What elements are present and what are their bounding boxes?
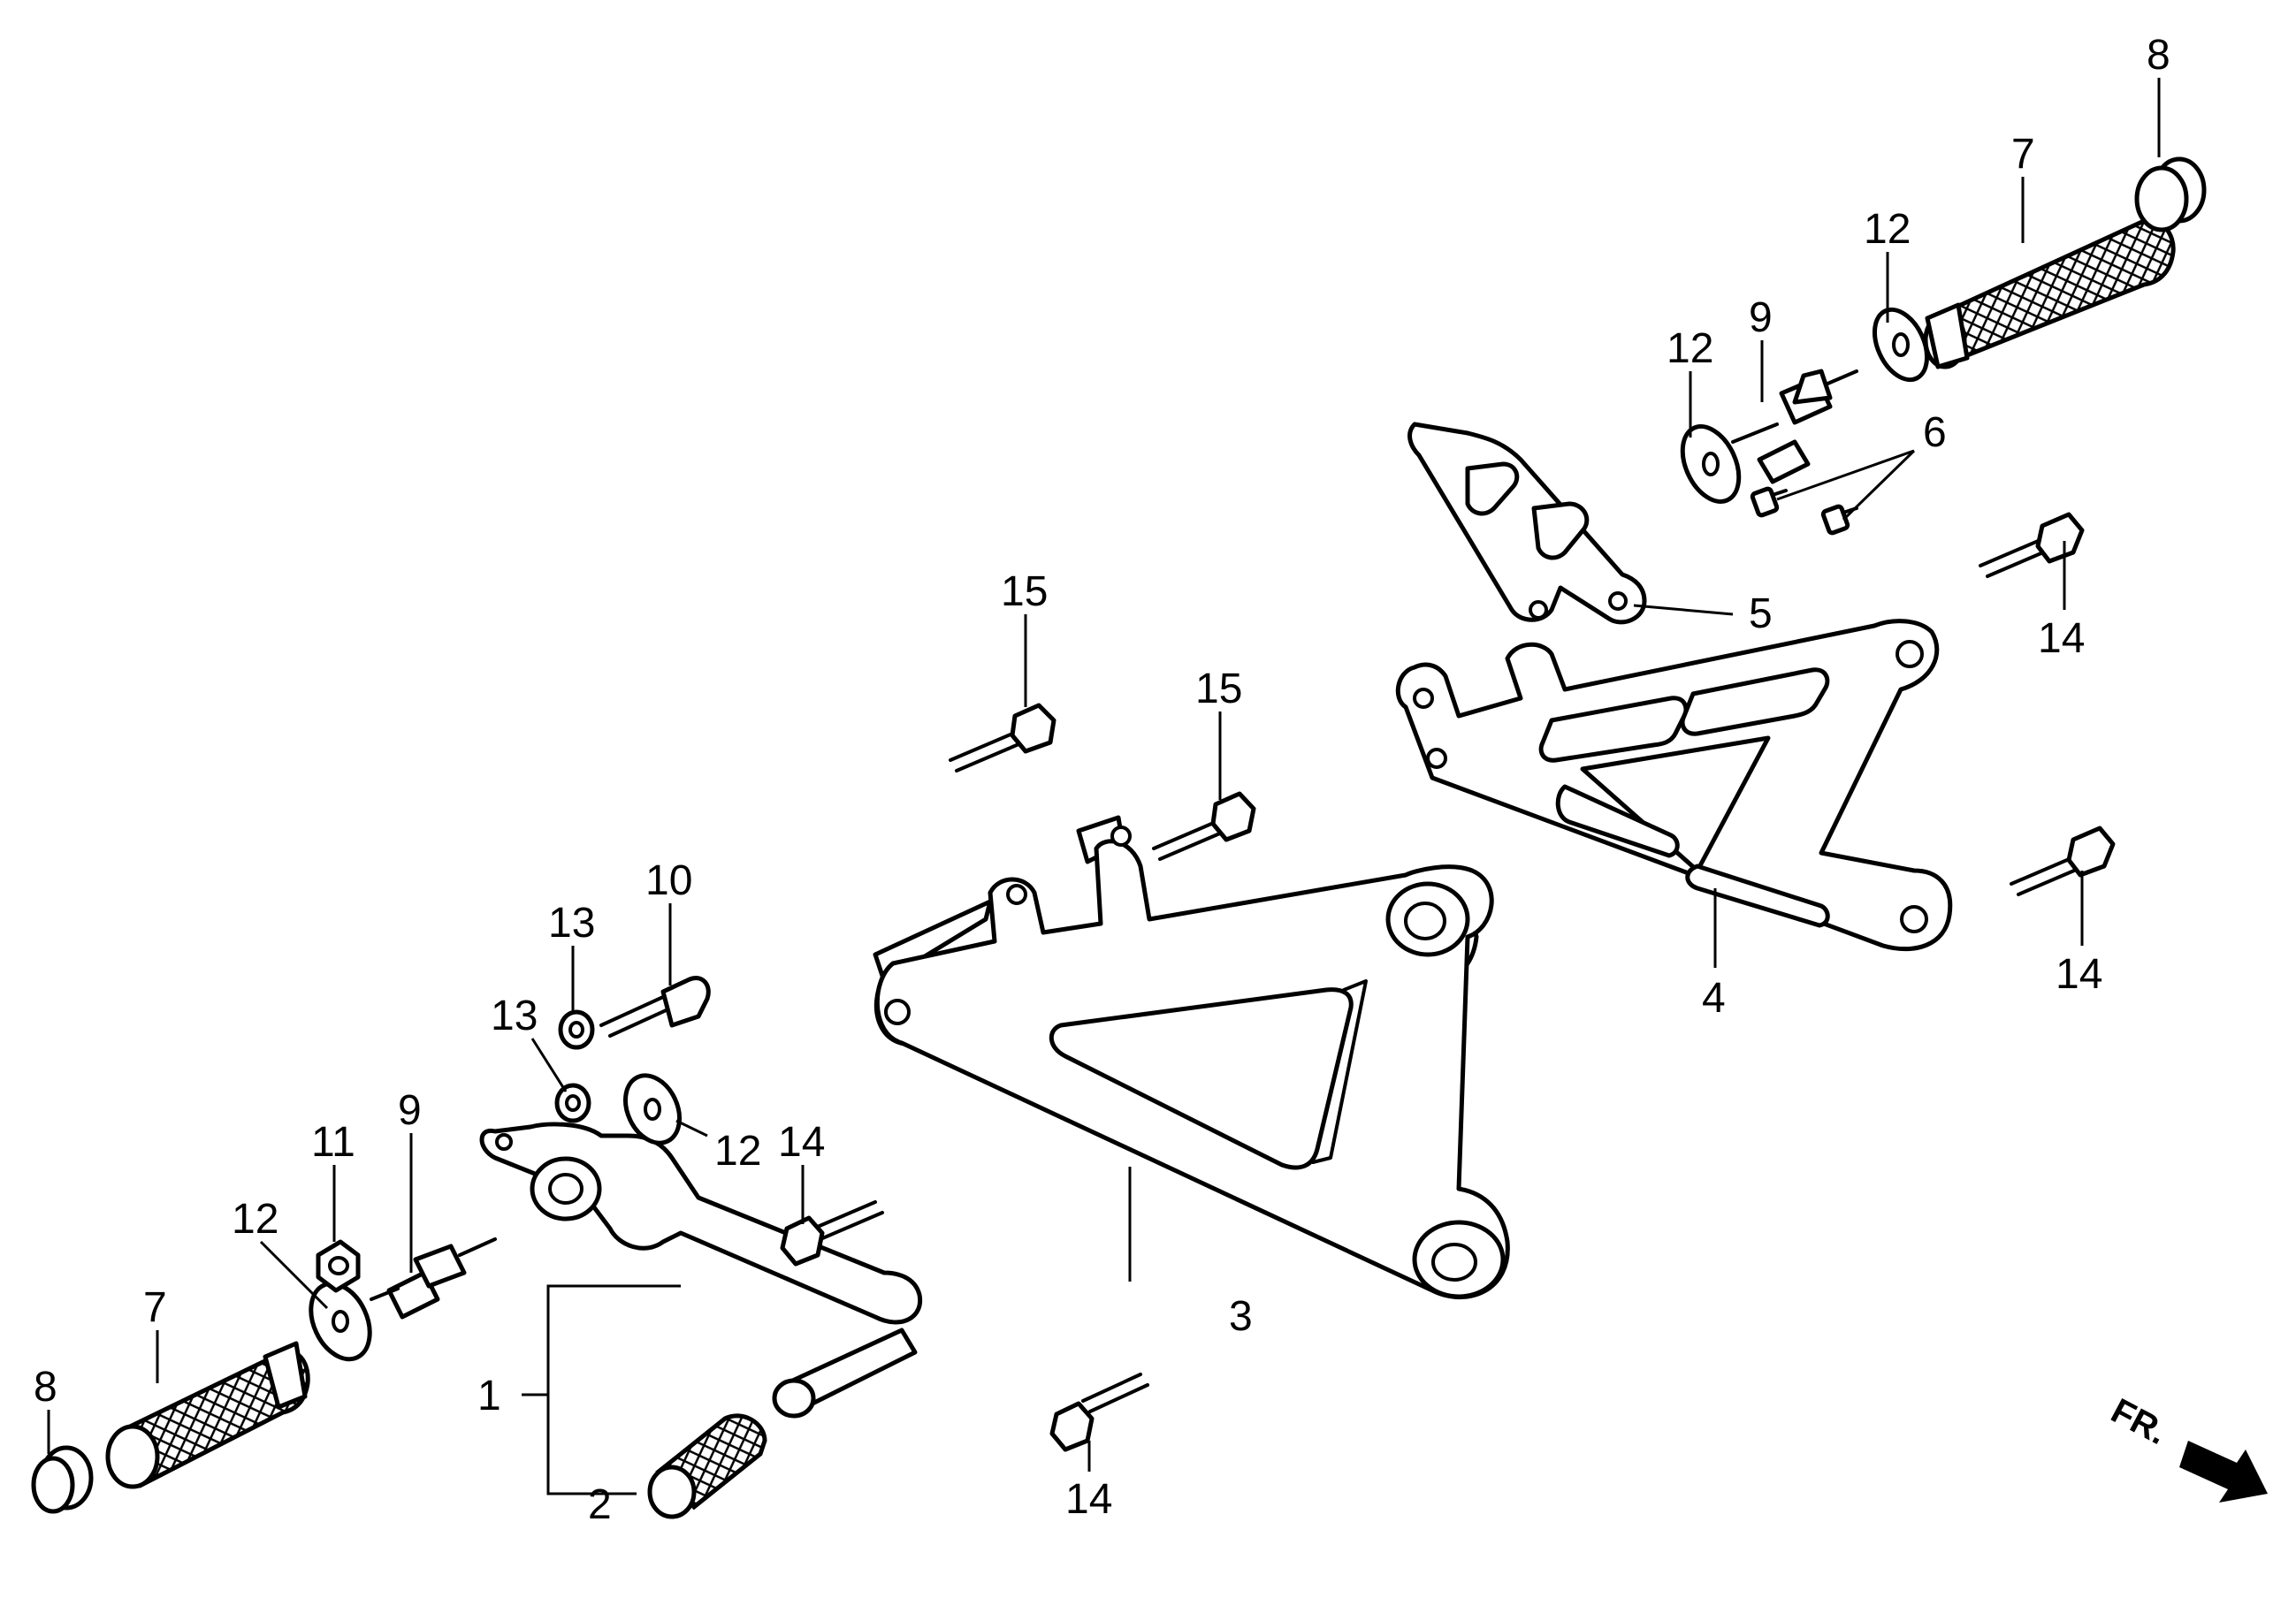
nut-13-upper — [558, 1009, 595, 1050]
washer-12-left — [309, 1281, 372, 1362]
callout-12-right-outer: 12 — [1864, 206, 1911, 253]
nut-11 — [316, 1239, 361, 1293]
pivot-pin-right — [1731, 369, 1858, 484]
heel-guard-plate — [1407, 422, 1647, 625]
callout-15-b: 15 — [1195, 666, 1242, 712]
bolt-14-c — [780, 1200, 884, 1267]
callout-12-left: 12 — [232, 1196, 278, 1243]
callout-10: 10 — [645, 857, 692, 904]
washer-12-right-outer — [1872, 307, 1930, 383]
bolt-14-b — [2010, 826, 2116, 896]
bolt-6-a — [1750, 486, 1788, 518]
callout-3: 3 — [1229, 1293, 1253, 1340]
end-cap-right — [2134, 156, 2207, 232]
callout-numbers: 1 2 3 4 5 6 7 7 8 8 9 9 10 11 12 12 12 1… — [34, 32, 2170, 1528]
callout-7-right: 7 — [2011, 131, 2035, 178]
callout-14-d: 14 — [1065, 1476, 1112, 1523]
callout-13-lower: 13 — [491, 993, 538, 1039]
callout-12-lever: 12 — [714, 1128, 761, 1175]
front-arrow-icon — [2179, 1441, 2268, 1503]
nut-13-lower — [554, 1083, 591, 1123]
front-direction-indicator: FR. — [2105, 1391, 2268, 1503]
callout-14-c: 14 — [778, 1119, 825, 1166]
pedal-lever — [479, 1122, 923, 1419]
callout-8-left: 8 — [34, 1364, 57, 1411]
pedal-rubber — [647, 1413, 767, 1519]
callout-12-right-inner: 12 — [1667, 325, 1713, 372]
washer-12-lever — [623, 1073, 682, 1145]
leader-lines — [47, 78, 2161, 1495]
callout-9-right: 9 — [1749, 294, 1773, 341]
callout-5: 5 — [1749, 590, 1773, 637]
bolt-6-b — [1820, 504, 1858, 536]
direction-text: FR. — [2105, 1391, 2174, 1452]
left-footpeg-bracket — [1395, 619, 1953, 952]
callout-1: 1 — [477, 1373, 501, 1419]
callout-9-left: 9 — [398, 1087, 422, 1134]
callout-13-upper: 13 — [548, 900, 595, 947]
callout-2: 2 — [588, 1481, 612, 1528]
pivot-pin-left — [370, 1237, 497, 1320]
callout-4: 4 — [1702, 975, 1726, 1022]
callout-14-b: 14 — [2056, 951, 2102, 998]
end-cap-left — [31, 1445, 94, 1514]
right-footpeg-bracket — [873, 815, 1510, 1300]
bolt-15-b — [1152, 791, 1256, 861]
bolt-14-d — [1049, 1373, 1149, 1452]
callout-15-a: 15 — [1001, 568, 1048, 615]
footpeg-rubber-right — [1923, 217, 2176, 369]
bolt-15-a — [949, 703, 1056, 772]
callout-14-a: 14 — [2038, 615, 2085, 662]
footpeg-rubber-left — [105, 1341, 310, 1489]
washer-12-right-inner — [1680, 424, 1742, 504]
bolt-14-a — [1979, 512, 2085, 578]
callout-11: 11 — [311, 1119, 355, 1166]
callout-6: 6 — [1923, 409, 1947, 456]
bolt-10 — [599, 976, 711, 1038]
callout-8-right: 8 — [2147, 32, 2170, 79]
callout-7-left: 7 — [143, 1284, 167, 1331]
